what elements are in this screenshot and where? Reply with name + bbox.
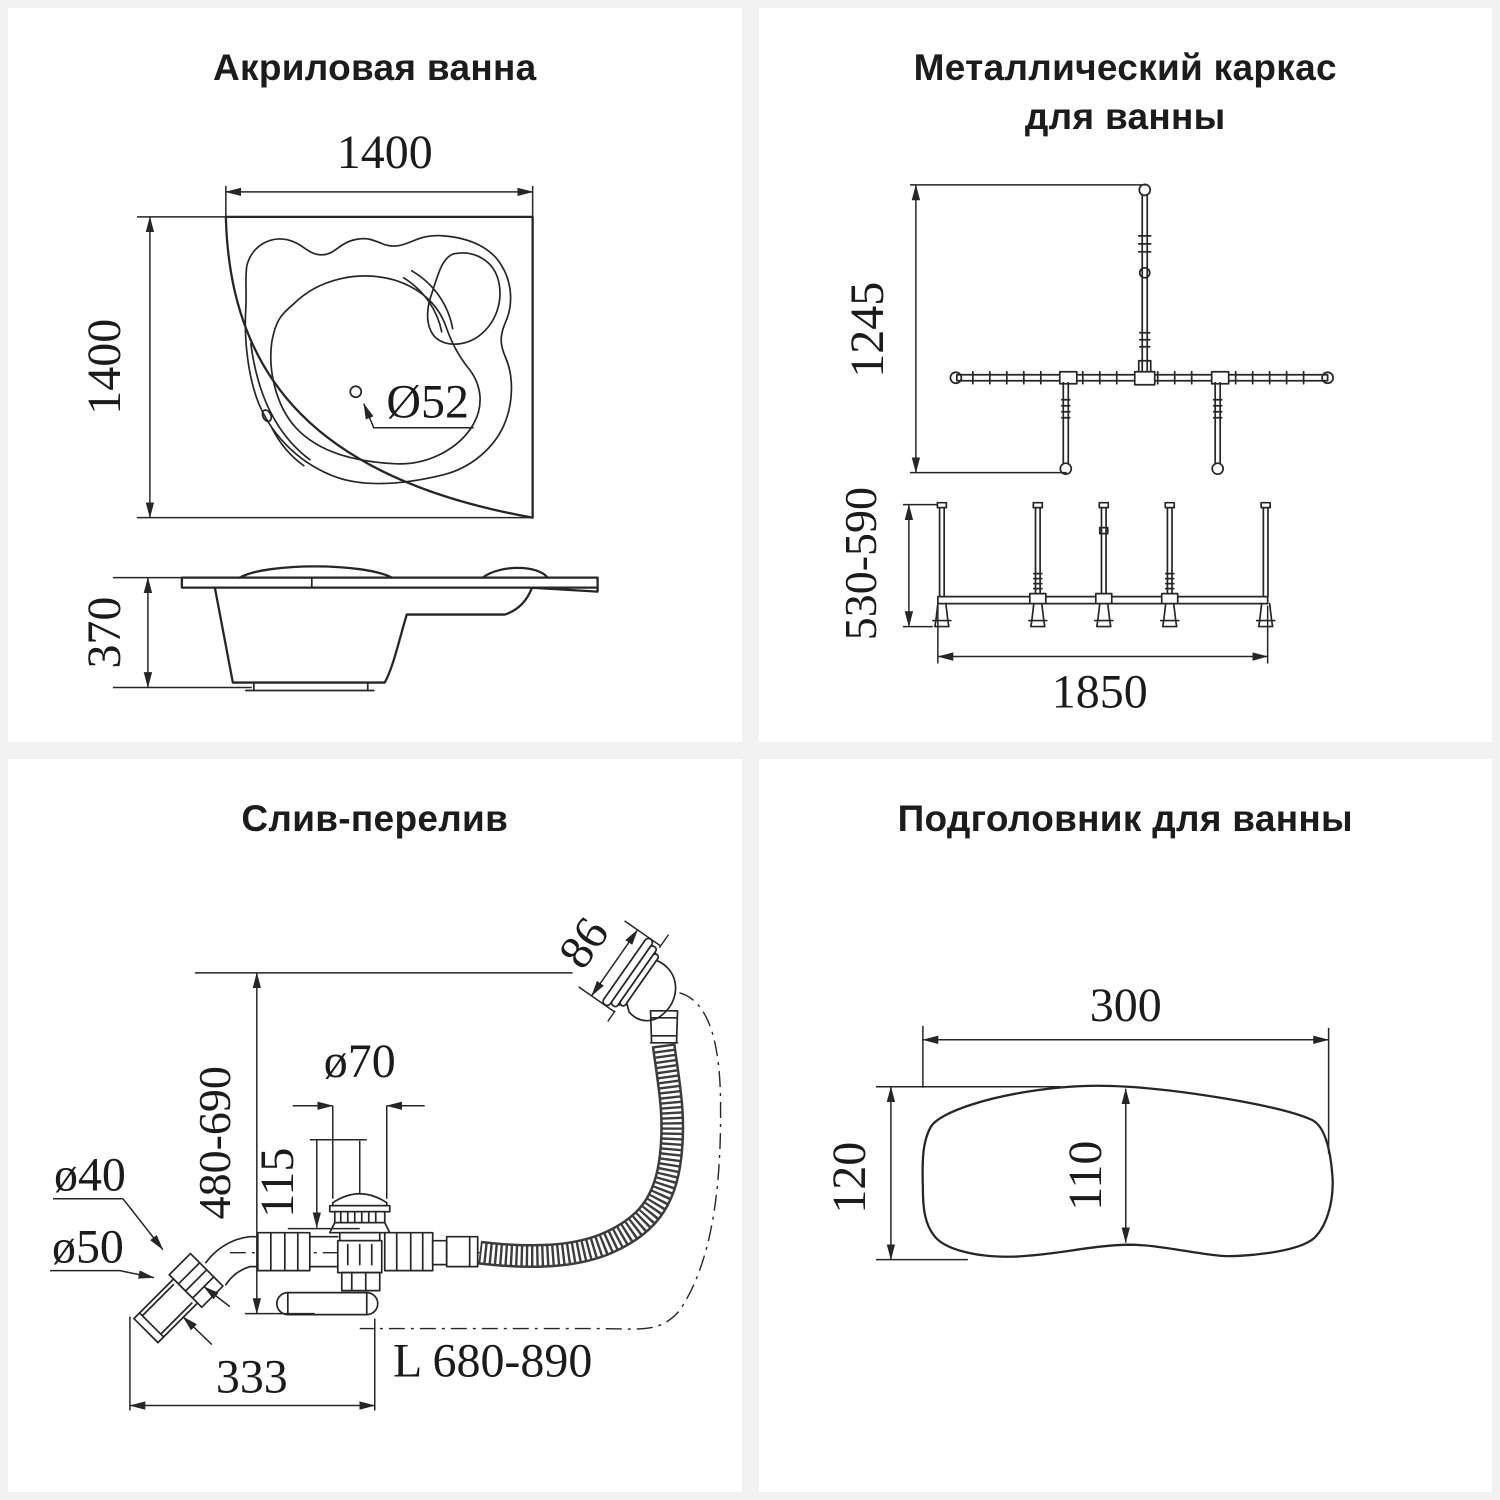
drain-overflow-drawing: 86 (49, 908, 722, 1411)
frame-leg-left (1058, 381, 1072, 476)
frame-leg-right (1210, 381, 1224, 476)
panel-acrylic-bath: Акриловая ванна 1400 (8, 8, 742, 742)
panel-title-acrylic-bath: Акриловая ванна (212, 47, 537, 88)
pipe-stub (133, 1252, 224, 1343)
dim-headrest-height-outer: 120 (822, 1085, 1061, 1260)
bath-apron-arcs (249, 342, 311, 467)
acrylic-bath-drawing: 1400 1400 Ø52 (78, 126, 599, 692)
drain-base-plate (275, 1291, 379, 1315)
frame-top-view: 1245 (840, 183, 1334, 476)
dim-bath-depth-label: 1400 (78, 319, 131, 415)
dim-offset: 333 (129, 1316, 376, 1411)
dim-headrest-height-inner: 110 (1058, 1087, 1130, 1243)
headrest-outline (920, 1084, 1334, 1258)
title-frame-line1: Металлический каркас (913, 47, 1337, 88)
frame-bottom-view: 530-590 1850 (834, 487, 1275, 719)
panel-drain-overflow: Слив-перелив 86 (8, 758, 742, 1492)
panel-title-drain-overflow: Слив-перелив (241, 797, 509, 839)
dim-bath-depth: 1400 (78, 216, 533, 519)
panel-metal-frame: Металлический каркас для ванны 1245 (758, 8, 1493, 742)
bath-body-profile (213, 586, 533, 684)
drain-union-nut (383, 1231, 434, 1272)
dim-headrest-height-inner-label: 110 (1058, 1140, 1111, 1210)
bath-inner-rim (244, 234, 513, 485)
dim-height-range-label: 480-690 (189, 1066, 240, 1219)
dim-pipe-leaders: ø40 ø50 (49, 1148, 231, 1345)
dim-frame-legs-label: 530-590 (834, 487, 885, 640)
bath-top-view (224, 215, 534, 519)
bath-bowl (270, 275, 481, 465)
metal-frame-drawing: 1245 (834, 183, 1334, 719)
dim-cap-label: ø70 (324, 1034, 396, 1087)
bath-side-view (180, 565, 599, 692)
corrugated-hose (478, 1042, 685, 1268)
headrest-drawing: 300 120 110 (822, 978, 1334, 1260)
frame-bar-ticks (971, 370, 1304, 385)
bath-seat-pocket (426, 252, 501, 345)
bath-grab-detail (261, 409, 273, 423)
dim-plug-height: 115 (251, 1138, 367, 1229)
bath-seat-divider (402, 269, 454, 333)
frame-center-post (1137, 194, 1152, 376)
title-frame-line2: для ванны (1024, 95, 1226, 137)
bath-pillows (238, 565, 549, 579)
dim-headrest-height-outer-label: 120 (822, 1141, 875, 1213)
panel-title-headrest: Подголовник для ванны (897, 797, 1353, 839)
dim-headrest-width: 300 (921, 978, 1329, 1154)
dim-offset-label: 333 (216, 1350, 288, 1403)
drain-cap-dome (331, 1192, 388, 1207)
bath-drain-hole (349, 385, 363, 399)
overflow-sleeve (649, 1009, 679, 1044)
elbow-bend (205, 1235, 251, 1285)
dim-plug-height-label: 115 (251, 1147, 304, 1217)
dim-pipe-inner-label: ø40 (54, 1148, 126, 1201)
dim-bath-height: 370 (78, 576, 252, 689)
dim-overflow-head-label: 86 (548, 908, 619, 978)
panel-headrest: Подголовник для ванны 300 120 110 (758, 758, 1492, 1492)
frame-post-details (1032, 526, 1175, 590)
dim-frame-length-label: 1850 (1051, 666, 1147, 719)
dim-height-range: 480-690 (189, 971, 573, 1314)
dim-frame-height-label: 1245 (840, 282, 893, 378)
bath-foot (244, 681, 375, 692)
dim-hose-length-label: L 680-890 (393, 1334, 592, 1387)
panel-title-metal-frame: Металлический каркас для ванны (759, 44, 1493, 142)
dim-bath-width-label: 1400 (337, 126, 433, 179)
dim-bath-drain-label: Ø52 (386, 376, 469, 429)
dim-cap: ø70 (292, 1034, 425, 1199)
dim-bath-width: 1400 (225, 126, 534, 217)
dim-pipe-outer-label: ø50 (52, 1220, 124, 1273)
dim-bath-height-label: 370 (78, 597, 131, 669)
dim-bath-drain: Ø52 (363, 376, 474, 429)
hose-length-centerline (359, 991, 722, 1330)
dim-headrest-width-label: 300 (1089, 978, 1161, 1031)
